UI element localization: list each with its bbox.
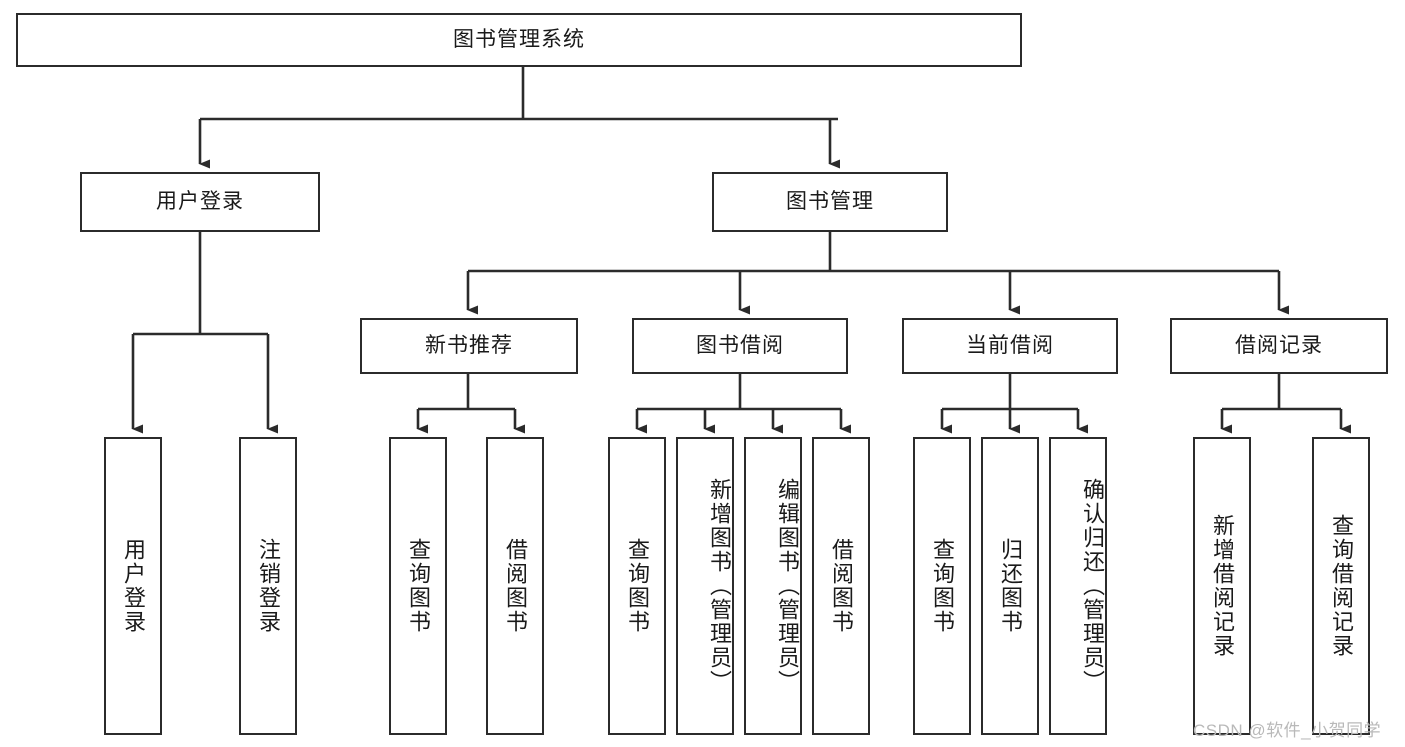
node-leaf-edit-book-admin[interactable]: 编辑图书（管理员） — [744, 437, 802, 735]
node-book-management-label: 图书管理 — [786, 190, 874, 214]
node-new-book-recommend[interactable]: 新书推荐 — [360, 318, 578, 374]
node-leaf-add-book-admin[interactable]: 新增图书（管理员） — [676, 437, 734, 735]
node-leaf-borrow-books-2-label: 借阅图书 — [828, 538, 854, 634]
node-leaf-query-borrow-record[interactable]: 查询借阅记录 — [1312, 437, 1370, 735]
node-borrow-records-label: 借阅记录 — [1235, 334, 1323, 358]
node-leaf-return-books-label: 归还图书 — [997, 538, 1023, 634]
node-leaf-query-books-1[interactable]: 查询图书 — [389, 437, 447, 735]
node-leaf-add-book-admin-label: 新增图书（管理员） — [707, 478, 732, 694]
node-leaf-user-login-label: 用户登录 — [120, 538, 146, 634]
node-current-borrow-label: 当前借阅 — [966, 334, 1054, 358]
node-leaf-query-books-3-label: 查询图书 — [929, 538, 955, 634]
node-borrow-records[interactable]: 借阅记录 — [1170, 318, 1388, 374]
node-leaf-query-books-3[interactable]: 查询图书 — [913, 437, 971, 735]
node-leaf-query-books-2[interactable]: 查询图书 — [608, 437, 666, 735]
node-new-book-recommend-label: 新书推荐 — [425, 334, 513, 358]
node-book-borrow[interactable]: 图书借阅 — [632, 318, 848, 374]
node-current-borrow[interactable]: 当前借阅 — [902, 318, 1118, 374]
node-root[interactable]: 图书管理系统 — [16, 13, 1022, 67]
node-leaf-borrow-books-1[interactable]: 借阅图书 — [486, 437, 544, 735]
csdn-watermark: CSDN @软件_小贺同学 — [1193, 721, 1382, 740]
node-book-borrow-label: 图书借阅 — [696, 334, 784, 358]
node-leaf-query-books-2-label: 查询图书 — [624, 538, 650, 634]
node-leaf-query-books-1-label: 查询图书 — [405, 538, 431, 634]
node-book-management[interactable]: 图书管理 — [712, 172, 948, 232]
node-leaf-query-borrow-record-label: 查询借阅记录 — [1328, 514, 1354, 658]
node-user-login-label: 用户登录 — [156, 190, 244, 214]
node-leaf-borrow-books-2[interactable]: 借阅图书 — [812, 437, 870, 735]
node-leaf-borrow-books-1-label: 借阅图书 — [502, 538, 528, 634]
node-user-login[interactable]: 用户登录 — [80, 172, 320, 232]
node-leaf-user-login[interactable]: 用户登录 — [104, 437, 162, 735]
node-leaf-confirm-return-admin-label: 确认归还（管理员） — [1080, 478, 1105, 694]
node-leaf-logout-login[interactable]: 注销登录 — [239, 437, 297, 735]
node-leaf-edit-book-admin-label: 编辑图书（管理员） — [775, 478, 800, 694]
node-root-label: 图书管理系统 — [453, 28, 585, 52]
node-leaf-add-borrow-record-label: 新增借阅记录 — [1209, 514, 1235, 658]
node-leaf-add-borrow-record[interactable]: 新增借阅记录 — [1193, 437, 1251, 735]
node-leaf-logout-login-label: 注销登录 — [255, 538, 281, 634]
node-leaf-return-books[interactable]: 归还图书 — [981, 437, 1039, 735]
node-leaf-confirm-return-admin[interactable]: 确认归还（管理员） — [1049, 437, 1107, 735]
